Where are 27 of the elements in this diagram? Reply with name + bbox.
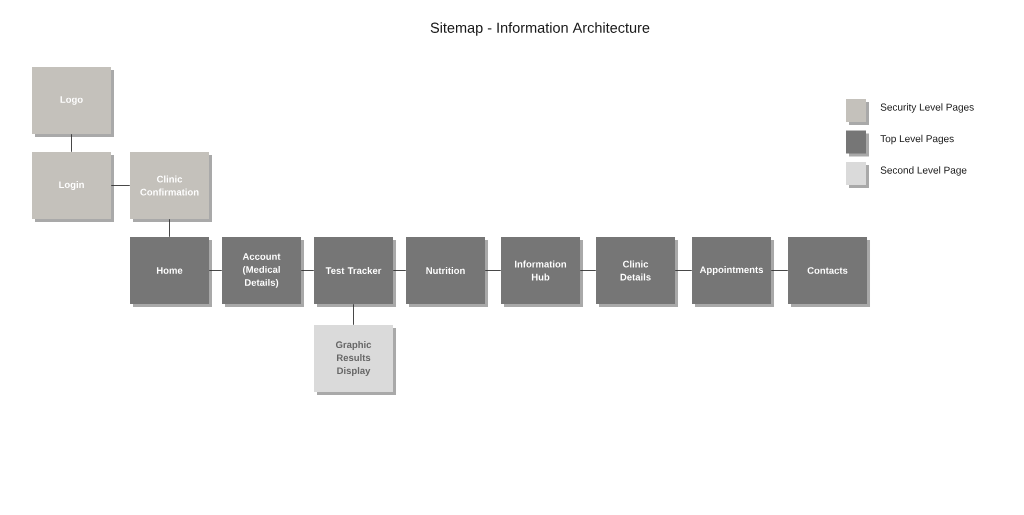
page-box: Appointments [692,237,774,307]
title: Sitemap - Information Architecture [430,22,650,36]
page-box: Nutrition [406,237,488,307]
connector-line [353,303,354,326]
connector-line [169,218,170,238]
connector-line [484,270,502,271]
connector-line [300,270,315,271]
connector-line [71,133,72,153]
page-box: Graphic Results Display [314,325,396,395]
page-box: Contacts [788,237,870,307]
page-box: Logo [32,67,114,137]
connector-line [392,270,407,271]
connector-line [110,185,131,186]
connector-line [770,270,789,271]
connector-line [674,270,693,271]
legend-label: Second Level Page [880,166,967,176]
page-box: Home [130,237,212,307]
connector-line [579,270,597,271]
legend-label: Security Level Pages [880,103,974,113]
page-box: Account (Medical Details) [222,237,304,307]
page-box: Clinic Confirmation [130,152,212,222]
connector-line [208,270,223,271]
page-box: Information Hub [501,237,583,307]
legend-label: Top Level Pages [880,134,954,145]
page-box: Clinic Details [596,237,678,307]
page-box: Login [32,152,114,222]
page-box: Test Tracker [314,237,396,307]
